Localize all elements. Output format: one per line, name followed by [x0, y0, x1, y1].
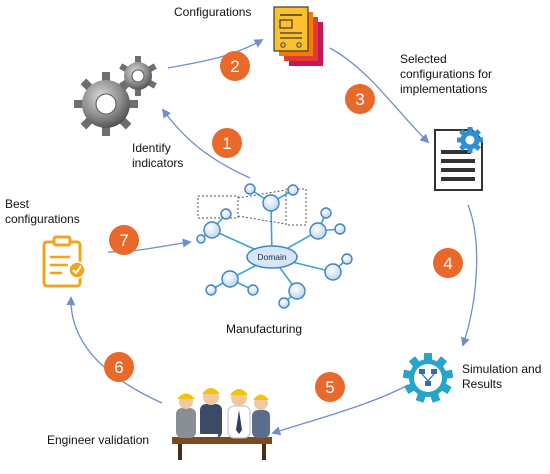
document-stack-icon [273, 6, 323, 66]
arrow-to-gears [161, 108, 251, 179]
svg-text:1: 1 [222, 134, 231, 153]
gears-icon [74, 56, 157, 136]
step-3-badge: 3 [345, 84, 375, 114]
configurations-label: Configurations [174, 5, 252, 19]
step-7-badge: 7 [109, 225, 139, 255]
manufacturing-label: Manufacturing [226, 322, 303, 336]
svg-text:5: 5 [325, 378, 334, 397]
arrow-to-selected [329, 47, 430, 144]
svg-text:2: 2 [230, 57, 239, 76]
svg-text:3: 3 [355, 90, 364, 109]
simulation-results-label: Simulation and Results [462, 362, 542, 391]
arrow-to-best [66, 296, 163, 404]
identify-indicators-label: Identify indicators [132, 141, 184, 170]
step-2-badge: 2 [220, 51, 250, 81]
step-4-badge: 4 [433, 248, 463, 278]
arrow-to-engineer [271, 384, 409, 436]
simulation-gear-icon [402, 353, 454, 403]
clipboard-check-icon [42, 235, 86, 288]
arrow-to-simulation [460, 204, 478, 347]
domain-label: Domain [257, 252, 287, 262]
svg-text:7: 7 [119, 231, 128, 250]
svg-text:4: 4 [443, 254, 452, 273]
engineer-validation-label: Engineer validation [47, 433, 150, 447]
arrow-to-configurations [167, 39, 264, 69]
step-1-badge: 1 [212, 128, 242, 158]
step-circles: 1 2 3 4 5 6 7 [104, 51, 463, 402]
step-6-badge: 6 [104, 352, 134, 382]
domain-node [246, 245, 298, 269]
best-configurations-label: Best configurations [5, 197, 80, 226]
engineers-meeting-icon [172, 388, 272, 460]
svg-text:6: 6 [114, 358, 123, 377]
selected-configurations-label: Selected configurations for implementati… [400, 52, 493, 96]
step-5-badge: 5 [315, 372, 345, 402]
document-gear-icon [434, 127, 483, 191]
domain-network-icon: Domain [196, 183, 353, 309]
